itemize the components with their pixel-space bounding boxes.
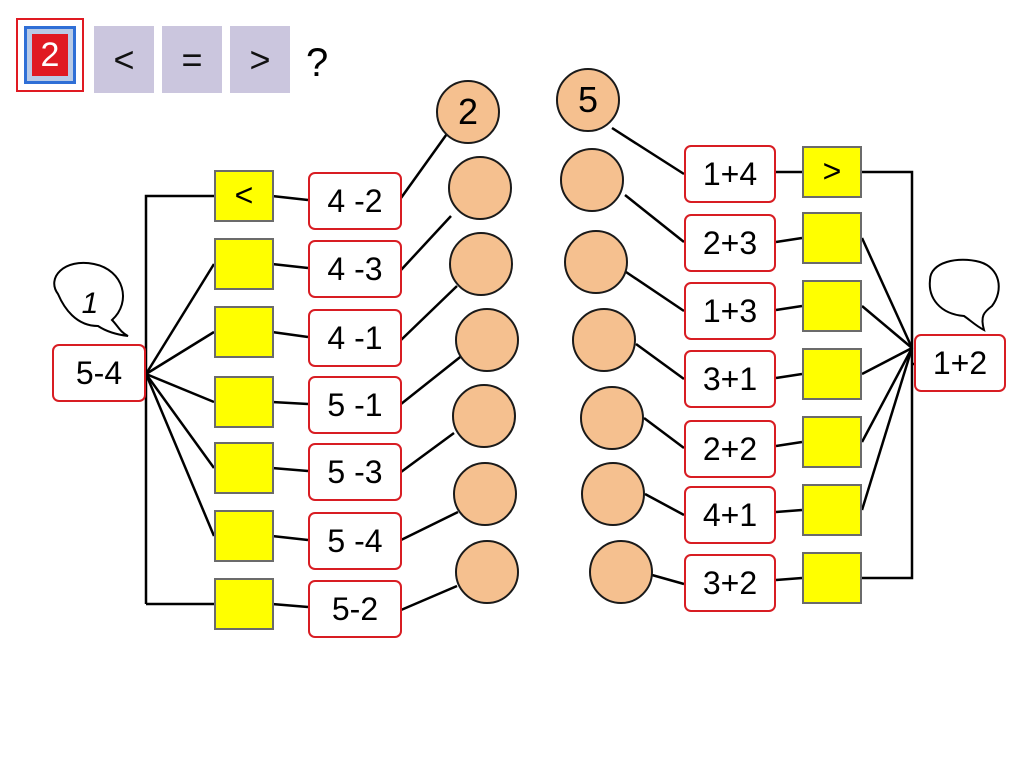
left-expression: 4 -2 xyxy=(308,172,402,230)
right-target-expression: 1+2 xyxy=(914,334,1006,392)
right-expression: 1+4 xyxy=(684,145,776,203)
left-answer-circle[interactable] xyxy=(455,308,519,372)
right-expression: 4+1 xyxy=(684,486,776,544)
right-expression: 2+2 xyxy=(684,420,776,478)
right-sign-slot[interactable] xyxy=(802,416,862,468)
left-expression: 4 -1 xyxy=(308,309,402,367)
right-sign-slot[interactable]: > xyxy=(802,146,862,198)
right-speech-bubble xyxy=(928,258,1000,332)
right-answer-circle[interactable] xyxy=(580,386,644,450)
right-sign-slot[interactable] xyxy=(802,484,862,536)
left-expression: 5 -4 xyxy=(308,512,402,570)
right-expression: 3+1 xyxy=(684,350,776,408)
left-expression: 5-2 xyxy=(308,580,402,638)
question-mark: ? xyxy=(306,41,329,85)
right-sign-slot[interactable] xyxy=(802,552,862,604)
left-answer-circle[interactable] xyxy=(452,384,516,448)
right-bubble-text xyxy=(940,270,990,306)
right-expression: 1+3 xyxy=(684,282,776,340)
right-sign-slot[interactable] xyxy=(802,348,862,400)
greater-than-button[interactable]: > xyxy=(230,26,290,93)
right-sign-slot[interactable] xyxy=(802,212,862,264)
right-expression: 3+2 xyxy=(684,554,776,612)
equals-button[interactable]: = xyxy=(162,26,222,93)
left-sign-slot[interactable] xyxy=(214,376,274,428)
left-sign-slot[interactable]: < xyxy=(214,170,274,222)
number-card[interactable]: 2 xyxy=(16,18,84,92)
left-expression: 4 -3 xyxy=(308,240,402,298)
left-bubble-text: 1 xyxy=(81,287,99,320)
right-sign-slot[interactable] xyxy=(802,280,862,332)
left-answer-circle[interactable] xyxy=(449,232,513,296)
right-answer-circle[interactable]: 5 xyxy=(556,68,620,132)
left-answer-circle[interactable] xyxy=(455,540,519,604)
number-card-value: 2 xyxy=(32,34,68,76)
number-card-frame: 2 xyxy=(24,26,76,84)
left-sign-slot[interactable] xyxy=(214,510,274,562)
left-sign-slot[interactable] xyxy=(214,578,274,630)
right-answer-circle[interactable] xyxy=(560,148,624,212)
left-expression: 5 -3 xyxy=(308,443,402,501)
left-sign-slot[interactable] xyxy=(214,442,274,494)
right-answer-circle[interactable] xyxy=(589,540,653,604)
left-answer-circle[interactable]: 2 xyxy=(436,80,500,144)
left-answer-circle[interactable] xyxy=(448,156,512,220)
left-target-expression: 5-4 xyxy=(52,344,146,402)
right-answer-circle[interactable] xyxy=(564,230,628,294)
left-speech-bubble xyxy=(53,261,129,337)
less-than-button[interactable]: < xyxy=(94,26,154,93)
right-answer-circle[interactable] xyxy=(572,308,636,372)
left-sign-slot[interactable] xyxy=(214,238,274,290)
left-sign-slot[interactable] xyxy=(214,306,274,358)
right-answer-circle[interactable] xyxy=(581,462,645,526)
left-answer-circle[interactable] xyxy=(453,462,517,526)
left-expression: 5 -1 xyxy=(308,376,402,434)
right-expression: 2+3 xyxy=(684,214,776,272)
